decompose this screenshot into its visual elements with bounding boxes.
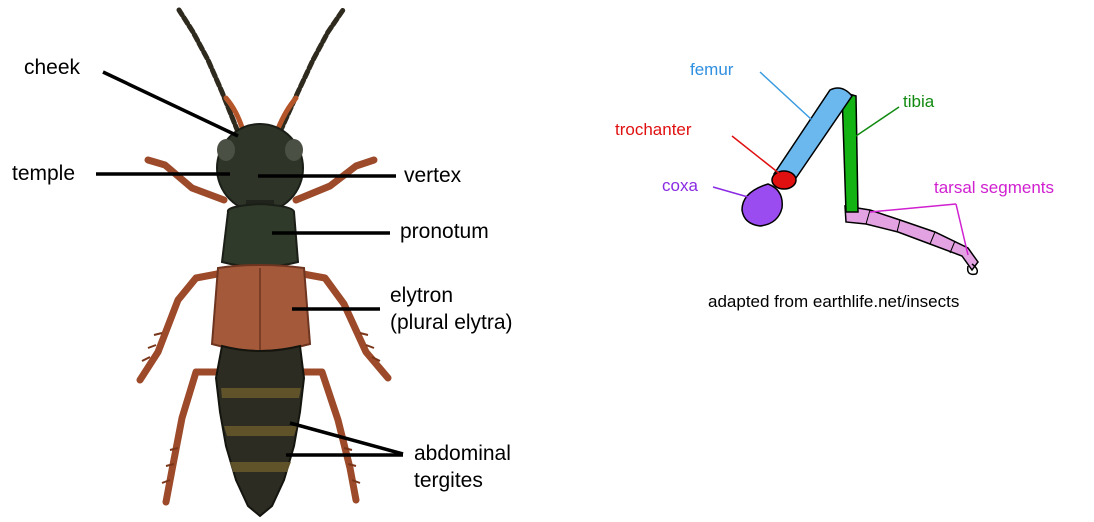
beetle-eye-right (285, 139, 303, 161)
label-pronotum: pronotum (400, 220, 489, 244)
beetle-head (217, 124, 303, 212)
credit-caption: adapted from earthlife.net/insects (708, 292, 959, 312)
leader-femur (760, 72, 812, 120)
leader-coxa (713, 187, 748, 197)
femur-shape (774, 88, 852, 181)
beetle-pronotum (222, 204, 298, 267)
label-elytron: elytron (390, 284, 453, 308)
label-femur: femur (690, 60, 733, 80)
label-trochanter: trochanter (615, 120, 692, 140)
label-coxa: coxa (662, 176, 698, 196)
antenna-right (280, 10, 343, 132)
label-abdominal: abdominal (414, 442, 511, 466)
leader-tibia (856, 107, 899, 136)
label-temple: temple (12, 162, 75, 186)
label-tibia: tibia (903, 92, 934, 112)
label-elytron-plural: (plural elytra) (390, 311, 513, 335)
tibia-shape (842, 92, 858, 212)
label-tarsal-segments: tarsal segments (934, 178, 1054, 198)
beetle-eye-left (217, 139, 235, 161)
insect-leg-diagram (713, 72, 978, 274)
label-cheek: cheek (24, 56, 80, 80)
label-vertex: vertex (404, 164, 461, 188)
leader-trochanter (732, 136, 780, 174)
trochanter-shape (772, 171, 796, 189)
coxa-shape (742, 184, 782, 226)
label-tergites: tergites (414, 469, 483, 493)
